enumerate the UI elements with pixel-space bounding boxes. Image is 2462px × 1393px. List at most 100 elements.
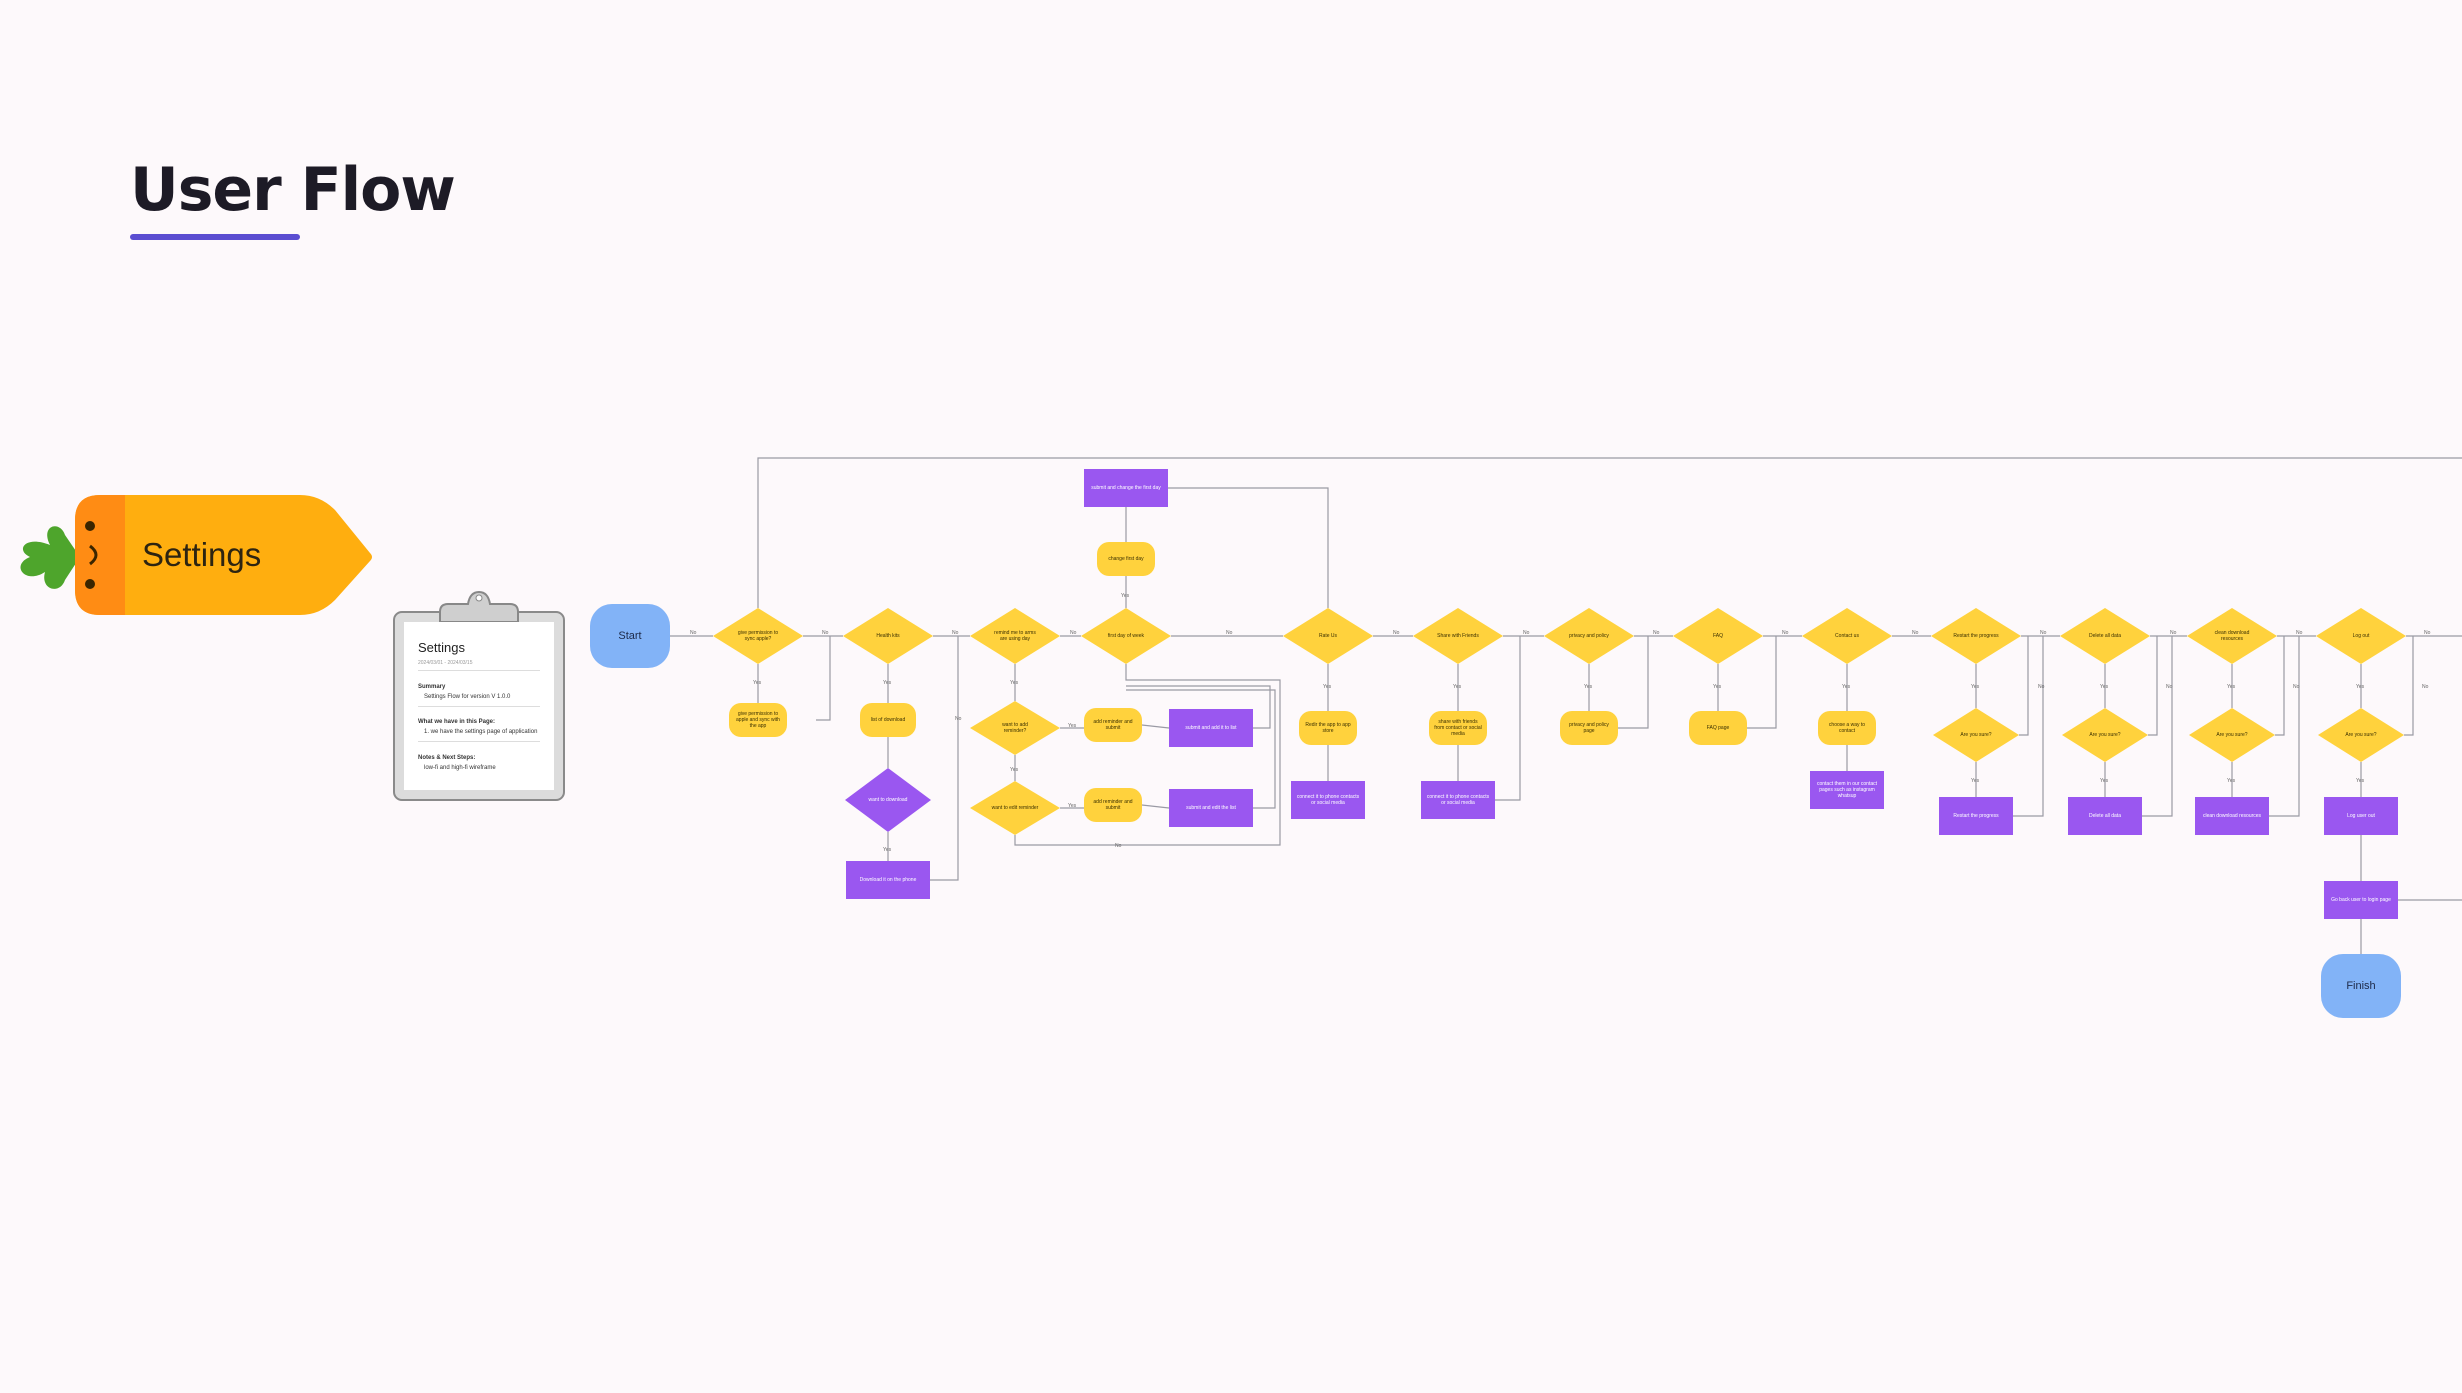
flow-node-start: [590, 604, 670, 668]
have-item: 1. we have the settings page of applicat…: [424, 729, 538, 735]
flow-edge: [1141, 804, 1170, 809]
edge-label-no: No: [2040, 630, 2047, 636]
flow-node-p5: [1291, 781, 1365, 819]
flow-node-r2: [860, 703, 916, 737]
edge-label-yes: Yes: [1971, 778, 1980, 784]
edge-label-no: No: [1523, 630, 1530, 636]
flow-edge: [2275, 636, 2285, 736]
edge-label-yes: Yes: [2100, 778, 2109, 784]
edge-label-no: No: [690, 630, 697, 636]
edge-label-no: No: [955, 716, 962, 722]
edge-label-yes: Yes: [883, 847, 892, 853]
edge-label-no: No: [2293, 684, 2300, 690]
flow-node-d8: [1673, 608, 1763, 664]
flow-node-p4: [1084, 469, 1168, 507]
flow-node-r5: [1299, 711, 1357, 745]
flow-node-p13b: [2324, 881, 2398, 919]
edge-label-yes: Yes: [1453, 684, 1462, 690]
edge-label-no: No: [2422, 684, 2429, 690]
summary-heading: Summary: [418, 684, 446, 690]
flow-node-r6: [1429, 711, 1487, 745]
flow-edge: [1126, 685, 1271, 729]
notes-heading: Notes & Next Steps:: [418, 755, 476, 761]
flow-edge: [2404, 636, 2414, 736]
flow-node-d12: [2187, 608, 2277, 664]
flow-node-d5: [1283, 608, 1373, 664]
edge-label-no: No: [1226, 630, 1233, 636]
flow-node-d6: [1413, 608, 1503, 664]
clipboard-title: Settings: [418, 640, 465, 655]
flow-edge: [2148, 636, 2158, 736]
divider: [418, 670, 540, 671]
clipboard-date: 2024/03/01 - 2024/03/15: [418, 660, 473, 666]
flow-node-r7: [1560, 711, 1618, 745]
edge-label-yes: Yes: [1323, 684, 1332, 690]
flow-node-d2: [843, 608, 933, 664]
flow-node-p3a: [1169, 709, 1253, 747]
flow-edge: [816, 636, 831, 721]
flow-edge: [1747, 636, 1777, 729]
edge-label-no: No: [2296, 630, 2303, 636]
flow-node-r3a: [1084, 708, 1142, 742]
flow-node-p13: [2324, 797, 2398, 835]
flow-edge: [1014, 664, 1281, 846]
flow-edge: [2013, 636, 2044, 817]
edge-label-yes: Yes: [883, 680, 892, 686]
flow-node-r3b: [1084, 788, 1142, 822]
flow-node-finish: [2321, 954, 2401, 1018]
divider: [418, 706, 540, 707]
flow-node-d10: [1931, 608, 2021, 664]
flow-edge: [1495, 636, 1521, 801]
edge-label-yes: Yes: [1121, 593, 1130, 599]
edge-label-yes: Yes: [753, 680, 762, 686]
summary-item: Settings Flow for version V 1.0.0: [424, 694, 511, 700]
flow-node-d3b: [970, 781, 1060, 835]
edge-label-yes: Yes: [2100, 684, 2109, 690]
edge-label-yes: Yes: [2356, 684, 2365, 690]
flow-edge: [2142, 636, 2173, 817]
flow-node-d2b: [845, 768, 931, 832]
edge-label-no: No: [1070, 630, 1077, 636]
flow-node-d13: [2316, 608, 2406, 664]
flow-edge: [1141, 724, 1170, 729]
settings-tag-label: Settings: [142, 536, 262, 573]
flow-node-p12: [2195, 797, 2269, 835]
edge-label-yes: Yes: [1842, 684, 1851, 690]
edge-label-no: No: [2166, 684, 2173, 690]
flow-edge: [1618, 636, 1649, 729]
edge-label-no: No: [2424, 630, 2431, 636]
edge-label-no: No: [822, 630, 829, 636]
have-heading: What we have in this Page:: [418, 719, 496, 725]
edge-label-no: No: [2038, 684, 2045, 690]
edge-label-yes: Yes: [1010, 767, 1019, 773]
clipboard-paper: Settings 2024/03/01 - 2024/03/15 Summary…: [404, 622, 554, 790]
edge-label-no: No: [1115, 843, 1122, 849]
edge-label-no: No: [1653, 630, 1660, 636]
edge-label-no: No: [952, 630, 959, 636]
flow-node-d13a: [2318, 708, 2404, 762]
flow-edge: [2019, 636, 2029, 736]
edge-label-yes: Yes: [1713, 684, 1722, 690]
flow-node-d9: [1802, 608, 1892, 664]
flow-node-r9: [1818, 711, 1876, 745]
flow-node-d11: [2060, 608, 2150, 664]
edge-label-no: No: [1782, 630, 1789, 636]
flow-node-d1: [713, 608, 803, 664]
flow-node-d11a: [2062, 708, 2148, 762]
flow-node-r4: [1097, 542, 1155, 576]
flow-node-p11: [2068, 797, 2142, 835]
flow-node-d3a: [970, 701, 1060, 755]
edge-label-yes: Yes: [1584, 684, 1593, 690]
flow-node-p9: [1810, 771, 1884, 809]
flow-node-p6: [1421, 781, 1495, 819]
edge-label-yes: Yes: [1010, 680, 1019, 686]
flow-node-d12a: [2189, 708, 2275, 762]
flow-node-d7: [1544, 608, 1634, 664]
edge-label-yes: Yes: [2356, 778, 2365, 784]
top-return-edge: [757, 457, 2462, 608]
flow-node-d3: [970, 608, 1060, 664]
flow-node-d4: [1081, 608, 1171, 664]
flow-edge: [1126, 689, 1276, 809]
edge-label-no: No: [2170, 630, 2177, 636]
